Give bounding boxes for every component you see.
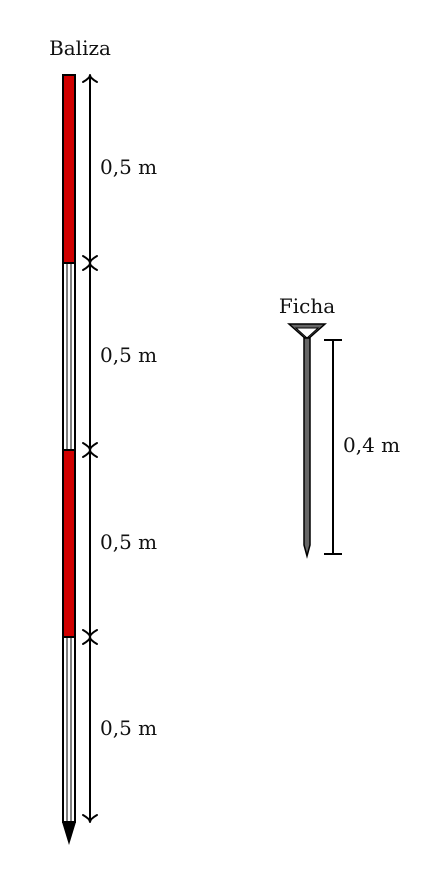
baliza-tip [62, 822, 76, 845]
arrowhead-icon [82, 74, 98, 83]
segment-label-3: 0,5 m [100, 530, 157, 554]
baliza-segment-1 [62, 74, 76, 264]
baliza-dimension [82, 74, 98, 823]
segment-label-1: 0,5 m [100, 155, 157, 179]
arrowhead-icon [82, 814, 98, 823]
ficha-length-label: 0,4 m [343, 433, 400, 457]
segment-label-4: 0,5 m [100, 716, 157, 740]
arrowhead-icon [82, 449, 98, 458]
ficha-dimension [324, 339, 342, 555]
baliza-segment-3 [62, 449, 76, 638]
segment-label-2: 0,5 m [100, 343, 157, 367]
ficha-shaft [303, 337, 311, 559]
arrowhead-icon [82, 262, 98, 271]
arrowhead-icon [82, 636, 98, 645]
baliza-segment-4 [62, 636, 76, 823]
baliza-segment-2 [62, 262, 76, 451]
ficha-ring-hole [294, 327, 320, 339]
baliza-title: Baliza [49, 36, 111, 60]
ficha-group: Ficha [279, 294, 335, 559]
ficha-title: Ficha [279, 294, 335, 318]
baliza-group: Baliza [49, 36, 111, 845]
